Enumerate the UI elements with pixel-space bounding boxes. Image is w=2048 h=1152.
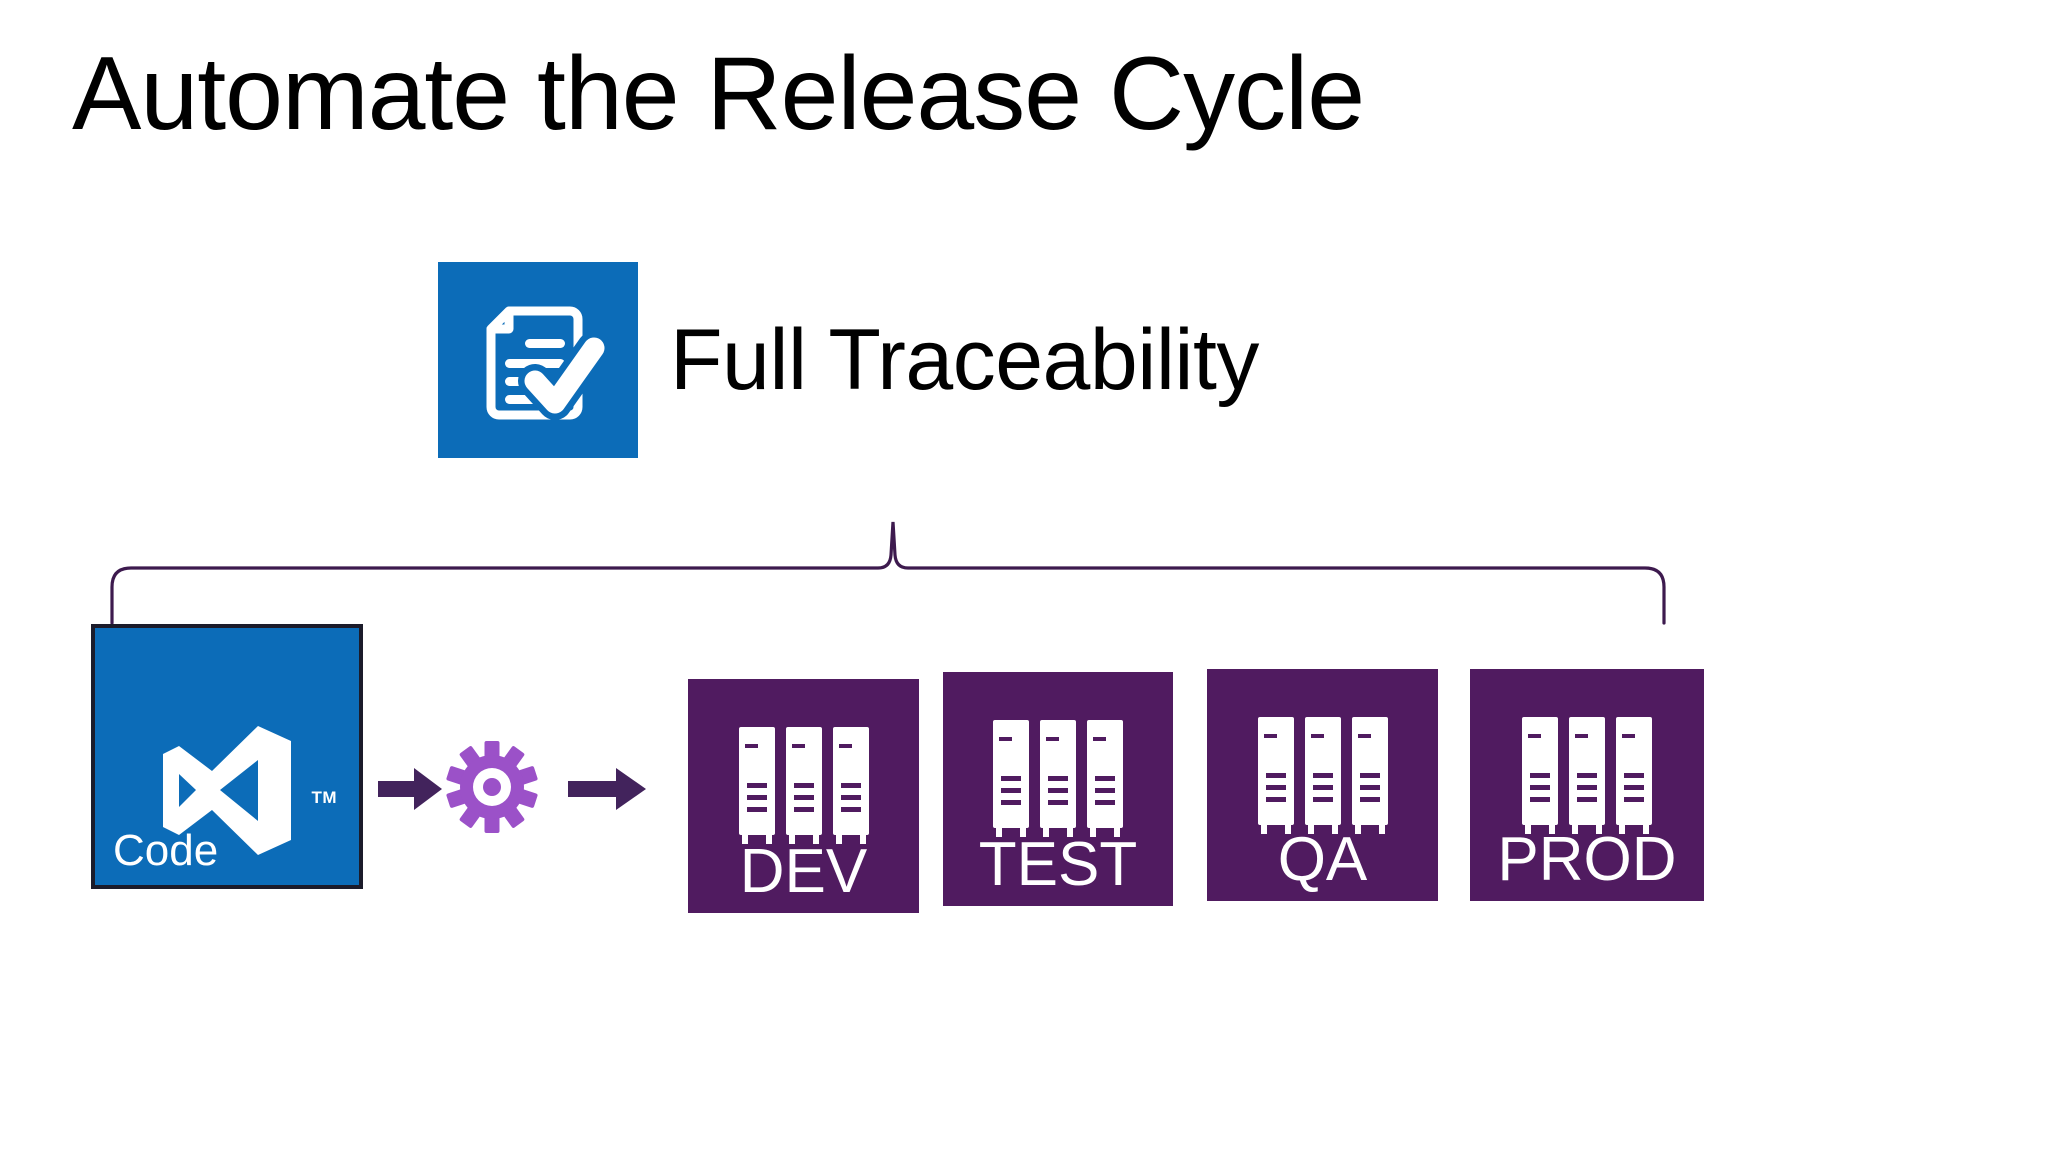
environment-tile-test[interactable]: TEST (943, 672, 1173, 906)
traceability-row: Full Traceability (438, 262, 1259, 458)
environment-label: PROD (1497, 825, 1677, 894)
code-tile-label: Code (113, 826, 219, 875)
visual-studio-code-tile[interactable]: TM Code (91, 624, 363, 889)
server-rack-icon (1256, 717, 1390, 844)
server-rack-icon (1520, 717, 1654, 844)
visual-studio-logo (163, 724, 291, 861)
traceability-icon-tile (438, 262, 638, 458)
environment-label: QA (1277, 825, 1368, 894)
environment-label: DEV (739, 837, 868, 906)
trademark-label: TM (311, 788, 337, 807)
traceability-label: Full Traceability (670, 312, 1259, 408)
gear-icon (446, 741, 538, 838)
page-title: Automate the Release Cycle (72, 36, 1365, 152)
server-rack-icon (991, 720, 1125, 847)
environment-tile-prod[interactable]: PROD (1470, 669, 1704, 901)
server-rack-icon (737, 727, 871, 854)
environment-tile-qa[interactable]: QA (1207, 669, 1438, 901)
environment-label: TEST (978, 830, 1138, 899)
arrow-right-icon (568, 768, 646, 815)
traceability-scope-brace (100, 505, 1680, 640)
environment-tile-dev[interactable]: DEV (688, 679, 919, 913)
arrow-right-icon (378, 768, 442, 815)
